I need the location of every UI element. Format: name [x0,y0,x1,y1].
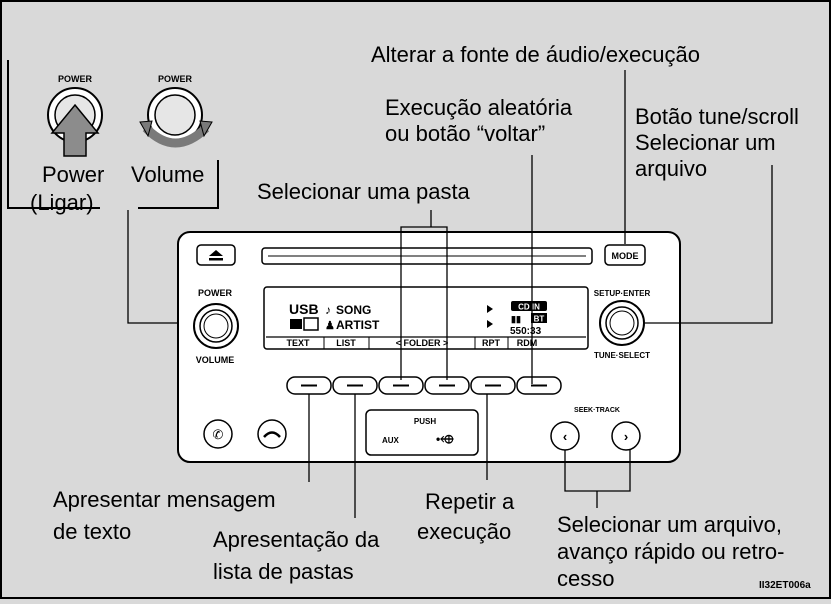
panel-volume-label: VOLUME [196,355,235,365]
label-botao-tune-2: Selecionar um [635,130,776,155]
chevron-left-icon: ‹ [563,429,567,444]
label-ligar: (Ligar) [30,190,94,215]
label-selecionar-arquivo-3: cesso [557,566,615,591]
inset-border-left [7,60,100,209]
softkey-folder: < FOLDER > [396,338,449,348]
seek-track-label: SEEK·TRACK [574,407,620,414]
leader-folder-bracket [400,226,448,380]
label-selecionar-arquivo-1: Selecionar um arquivo, [557,512,783,537]
phone-pickup-button[interactable] [203,419,233,449]
setup-enter-label: SETUP·ENTER [594,289,651,298]
label-selecionar-pasta: Selecionar uma pasta [257,179,470,204]
display-bt: BT [534,315,545,324]
label-repetir-2: execução [417,519,512,544]
inset-power-label-right: POWER [158,74,193,84]
tune-select-label: TUNE·SELECT [594,351,650,360]
label-alterar-fonte: Alterar a fonte de áudio/execução [371,42,701,67]
display-cd-in: CD IN [518,303,540,312]
rotate-arrow-head-right [199,120,213,138]
push-label: PUSH [414,417,436,426]
figure-id: II32ET006a [759,580,811,591]
softkey-rdm: RDM [517,338,538,348]
label-power: Power [42,162,105,187]
phone-pickup-icon: ✆ [213,427,224,442]
power-volume-knob-center [203,313,229,339]
label-apresentar-mensagem-1: Apresentar mensagem [53,487,276,512]
panel-power-label: POWER [198,288,233,298]
display-screen [263,286,589,350]
power-volume-inset: POWER POWER [7,60,219,209]
eject-icon [209,250,223,256]
label-selecionar-arquivo-2: avanço rápido ou retro- [557,539,785,564]
display-bt-badge [531,313,547,323]
person-icon: ♟ [325,320,335,332]
softkey-text: TEXT [286,338,310,348]
label-apresentacao-lista-1: Apresentação da [213,527,380,552]
inset-power-label-left: POWER [58,74,93,84]
display-time: 550:33 [510,326,542,337]
rotate-arrow-icon [142,124,210,148]
mode-button-label: MODE [612,251,639,261]
softkey-rpt: RPT [482,338,501,348]
leader-lines [308,70,773,518]
label-apresentar-mensagem-2: de texto [53,519,132,544]
aux-label: AUX [382,436,400,445]
label-execucao-aleatoria-1: Execução aleatória [385,95,573,120]
display-source: USB [289,301,319,317]
leader-tune [645,165,773,324]
tune-scroll-knob-center [609,310,635,336]
label-repetir-1: Repetir a [425,489,515,514]
mode-button[interactable] [604,244,646,266]
display-song: SONG [336,303,371,317]
label-apresentacao-lista-2: lista de pastas [213,559,354,584]
signal-icon: ▮▮ [511,314,521,324]
phone-hangup-button[interactable] [257,419,287,449]
display-artist: ARTIST [336,318,380,332]
music-note-icon: ♪ [325,303,331,317]
aux-usb-cover[interactable] [365,409,479,456]
seek-forward-button[interactable] [611,421,641,451]
softkey-list: LIST [336,338,356,348]
inset-border-right [138,160,219,209]
display-source-icon [290,319,302,329]
leader-power [127,210,198,324]
press-arrow-icon [50,103,100,157]
display-battery-icon [303,317,319,331]
display-cd-in-badge [511,301,547,311]
eject-icon-bar [209,258,223,261]
rotate-arrow-head-left [139,120,153,138]
label-botao-tune-3: arquivo [635,156,708,181]
label-execucao-aleatoria-2: ou botão “voltar” [385,121,546,146]
phone-hangup-icon [263,431,281,438]
chevron-right-icon: › [624,429,628,444]
display-arrow-artist [487,320,493,328]
display-arrow-song [487,305,493,313]
usb-icon: •⬲ [436,432,454,446]
label-botao-tune-1: Botão tune/scroll [635,104,799,129]
label-volume: Volume [131,162,205,187]
radio-panel: MODE POWER VOLUME USB ♪ SONG ♟ ARTIST CD… [177,231,681,463]
inset-volume-knob-inner [154,94,196,136]
